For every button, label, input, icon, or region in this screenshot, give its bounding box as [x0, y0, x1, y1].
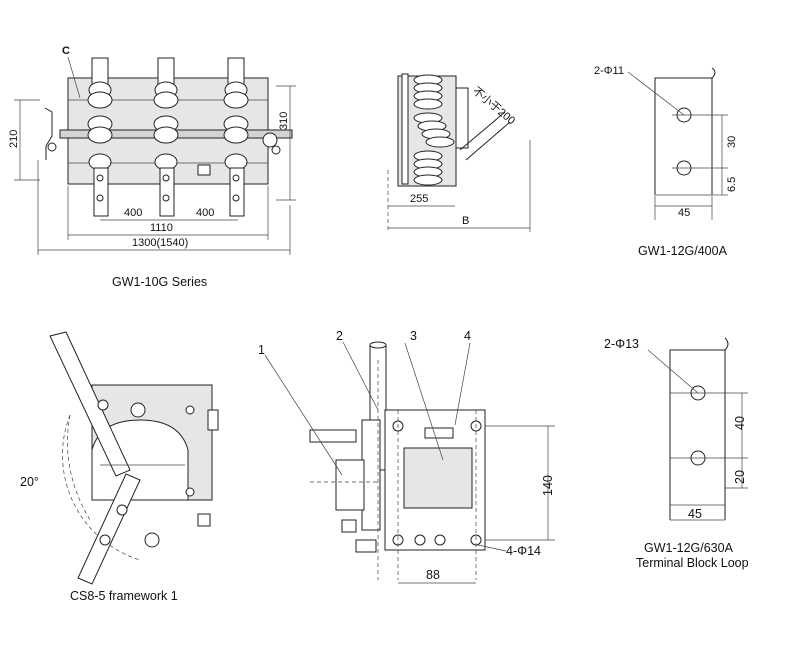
terminal-630a: 40 20 45 2-Φ13 GW1-12G/630A Terminal Blo…: [604, 337, 749, 570]
label-c: C: [62, 45, 70, 57]
dim-140: 140: [541, 475, 555, 496]
angle-20: 20°: [20, 475, 39, 489]
handle-lower: [77, 473, 141, 585]
dim-30: 30: [726, 136, 738, 148]
holes-2-phi11: 2-Φ11: [594, 65, 624, 77]
dim-310: 310: [278, 112, 290, 130]
side-insulator-bottom: [413, 150, 443, 186]
cs8-5-mechanism: 20° CS8-5 framework 1: [20, 331, 219, 603]
pole-center: [153, 57, 179, 217]
callout-4: 4: [464, 329, 471, 343]
holes-2-phi13: 2-Φ13: [604, 337, 639, 351]
side-insulator-mid: [413, 112, 455, 148]
dim-6-5: 6.5: [726, 177, 738, 192]
caption-cs8-5: CS8-5 framework 1: [70, 589, 178, 603]
mechanism-side-view: 1 2 3 4 140 4-Φ14 88: [258, 329, 555, 584]
shaft-end-collar: [262, 132, 278, 148]
front-view-gw1-10g: C 210 310 400 400 1110 1300(1540) GW1-10…: [8, 45, 296, 289]
dim-255: 255: [410, 193, 428, 205]
dim-210: 210: [8, 130, 20, 148]
dim-400-left: 400: [124, 207, 142, 219]
caption-gw1-12g-630a: GW1-12G/630A: [644, 541, 734, 555]
callout-1: 1: [258, 343, 265, 357]
terminal-400a: 30 6.5 45 2-Φ11 GW1-12G/400A: [594, 65, 738, 258]
holes-4-phi14: 4-Φ14: [506, 544, 541, 558]
side-contact-blade: [455, 87, 469, 149]
dim-1300: 1300(1540): [132, 237, 188, 249]
callout-3: 3: [410, 329, 417, 343]
dim-45-400: 45: [678, 207, 690, 219]
side-insulator-top: [413, 74, 443, 110]
handle-upper: [49, 331, 131, 477]
left-lever: [44, 107, 53, 160]
caption-gw1-12g-400a: GW1-12G/400A: [638, 244, 728, 258]
terminal-400-plate: [654, 67, 716, 195]
swing-arc: [62, 414, 141, 561]
caption-terminal-block-loop: Terminal Block Loop: [636, 556, 749, 570]
dim-20: 20: [733, 470, 747, 484]
pole-right: [223, 57, 249, 217]
dim-400-right: 400: [196, 207, 214, 219]
caption-gw1-10g: GW1-10G Series: [112, 275, 207, 289]
dim-45-630: 45: [688, 507, 702, 521]
side-view: 不小于200 255 B: [387, 73, 531, 232]
dim-40: 40: [733, 416, 747, 430]
callout-2: 2: [336, 329, 343, 343]
terminal-630-plate: [669, 337, 729, 520]
dim-88: 88: [426, 568, 440, 582]
pole-left: [87, 57, 113, 217]
label-b: B: [462, 215, 469, 227]
dim-1110: 1110: [150, 222, 173, 234]
auxiliary-box: [403, 447, 473, 509]
